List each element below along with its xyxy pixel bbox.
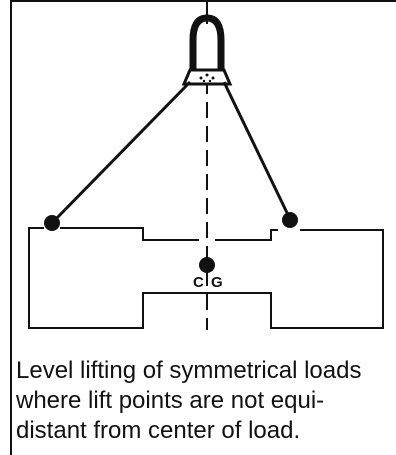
- hoist-shackle: [181, 14, 233, 86]
- load-outline: [28, 227, 384, 329]
- caption-line-2: where lift points are not equi-: [16, 387, 325, 414]
- caption-line-1: Level lifting of symmetrical loads: [16, 357, 362, 384]
- sling-leg-right: [222, 81, 292, 220]
- center-of-gravity-marker: [199, 257, 215, 273]
- figure-caption: Level lifting of symmetrical loads where…: [16, 356, 392, 446]
- caption-line-3: distant from center of load.: [16, 417, 301, 444]
- cg-label-g: G: [211, 274, 223, 291]
- cg-label-c: C: [193, 274, 204, 291]
- lift-point-left: [44, 215, 60, 231]
- lift-point-right: [282, 212, 298, 228]
- sling-leg-left: [51, 80, 192, 224]
